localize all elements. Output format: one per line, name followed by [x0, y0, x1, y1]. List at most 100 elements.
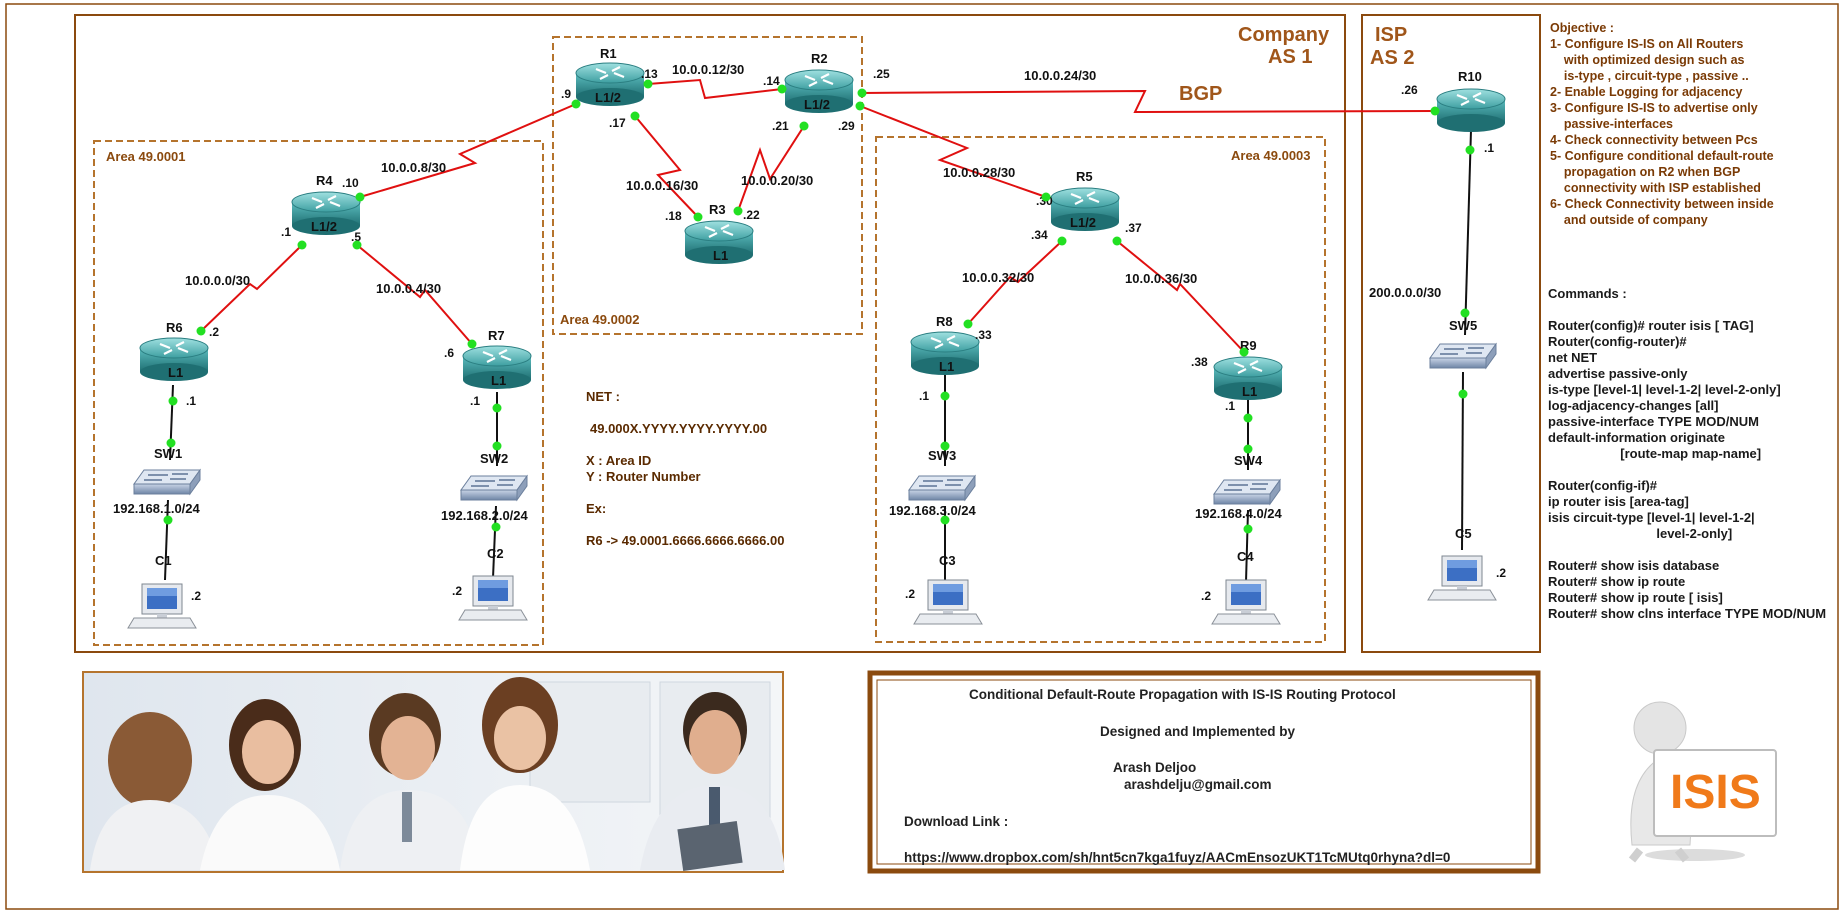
port-r10-26: .26	[1401, 83, 1418, 97]
serial-links	[200, 78, 1436, 353]
info-title: Conditional Default-Route Propagation wi…	[969, 687, 1396, 702]
area3-label: Area 49.0003	[1231, 148, 1311, 163]
command-line: Router# show ip route	[1548, 574, 1685, 589]
net-notes: NET : 49.000X.YYYY.YYYY.YYYY.00 X : Area…	[586, 389, 784, 548]
command-line: Router# show ip route [ isis]	[1548, 590, 1723, 605]
command-line: isis circuit-type [level-1| level-1-2|	[1548, 510, 1755, 525]
port-r2-14: .14	[763, 74, 780, 88]
subnet-r4r7: 10.0.0.4/30	[376, 281, 441, 296]
bgp-label: BGP	[1179, 83, 1222, 105]
command-line: net NET	[1548, 350, 1597, 365]
subnet-r1r2: 10.0.0.12/30	[672, 62, 744, 77]
command-line: is-type [level-1| level-1-2| level-2-onl…	[1548, 382, 1781, 397]
objective-line: and outside of company	[1550, 213, 1708, 227]
area-49-0003	[875, 136, 1326, 643]
subnet-labels: 10.0.0.12/30 10.0.0.24/30 10.0.0.8/30 10…	[113, 62, 1441, 523]
command-line: Router# show isis database	[1548, 558, 1719, 573]
info-download-label: Download Link :	[904, 814, 1008, 829]
switch-sw2[interactable]	[460, 475, 528, 501]
team-photo	[82, 671, 785, 873]
area-49-0001	[93, 140, 544, 646]
port-r2-21: .21	[772, 119, 789, 133]
link-r4-r6	[200, 244, 303, 332]
subnet-lan1: 192.168.1.0/24	[113, 501, 201, 516]
subnet-r1r4: 10.0.0.8/30	[381, 160, 446, 175]
info-email: arashdelju@gmail.com	[1124, 777, 1271, 792]
r3-level: L1	[713, 248, 728, 263]
subnet-lan4: 192.168.4.0/24	[1195, 506, 1283, 521]
switch-sw5[interactable]	[1429, 343, 1497, 369]
port-r6-1: .1	[186, 394, 196, 408]
r8-level: L1	[939, 359, 954, 374]
subnet-r2r3: 10.0.0.20/30	[741, 173, 813, 188]
r7-level: L1	[491, 373, 506, 388]
link-r1-r4	[359, 103, 577, 198]
sw4-name: SW4	[1234, 453, 1263, 468]
subnet-r5r9: 10.0.0.36/30	[1125, 271, 1197, 286]
pc-c5[interactable]	[1427, 555, 1497, 601]
objective-title: Objective :	[1550, 21, 1614, 35]
isp-title: ISP	[1375, 24, 1407, 46]
sw3-name: SW3	[928, 448, 956, 463]
net-x-desc: X : Area ID	[586, 453, 651, 468]
isp-as-title: AS 2	[1370, 47, 1414, 69]
port-r7-6: .6	[444, 346, 454, 360]
port-dots	[163, 79, 1475, 534]
link-r2-r10	[861, 89, 1436, 114]
company-title: Company	[1238, 24, 1330, 46]
pc-c4[interactable]	[1211, 579, 1281, 625]
subnet-r10sw5: 200.0.0.0/30	[1369, 285, 1441, 300]
isp-as2-box	[1361, 14, 1541, 653]
port-r3-22: .22	[743, 208, 760, 222]
isis-logo: ISIS	[1628, 701, 1777, 863]
r2-name: R2	[811, 51, 828, 66]
port-r7-1: .1	[470, 394, 480, 408]
port-r6-2: .2	[209, 325, 219, 339]
port-c1-2: .2	[191, 589, 201, 603]
switch-sw3[interactable]	[908, 475, 976, 501]
objective-line: 6- Check Connectivity between inside	[1550, 197, 1774, 211]
port-c5-2: .2	[1496, 566, 1506, 580]
sw1-name: SW1	[154, 446, 182, 461]
link-r5-r9	[1116, 240, 1245, 353]
subnet-r5r8: 10.0.0.32/30	[962, 270, 1034, 285]
link-r2-r5	[859, 105, 1047, 198]
r6-name: R6	[166, 320, 183, 335]
port-r2-25: .25	[873, 67, 890, 81]
r9-level: L1	[1242, 384, 1257, 399]
c1-name: C1	[155, 553, 172, 568]
company-as1-box	[74, 14, 1346, 653]
port-labels: .9 .13 .17 .14 .25 .21 .29 .18 .22 .10 .…	[186, 67, 1506, 603]
pc-c2[interactable]	[458, 575, 528, 621]
info-box: Conditional Default-Route Propagation wi…	[867, 670, 1541, 874]
command-line: log-adjacency-changes [all]	[1548, 398, 1719, 413]
people-illustration	[90, 677, 785, 871]
switch-sw1[interactable]	[133, 469, 201, 495]
port-c4-2: .2	[1201, 589, 1211, 603]
link-r1-r3	[634, 115, 699, 218]
area1-label: Area 49.0001	[106, 149, 186, 164]
link-r2-r3	[737, 125, 805, 212]
port-r5-37: .37	[1125, 221, 1142, 235]
link-r5-r8	[967, 240, 1063, 325]
r5-name: R5	[1076, 169, 1093, 184]
pc-c1[interactable]	[127, 583, 197, 629]
port-r4-10: .10	[342, 176, 359, 190]
pc-c3[interactable]	[913, 579, 983, 625]
objective-line: 1- Configure IS-IS on All Routers	[1550, 37, 1743, 51]
command-line: Router(config)# router isis [ TAG]	[1548, 318, 1754, 333]
info-link[interactable]: https://www.dropbox.com/sh/hnt5cn7kga1fu…	[904, 850, 1450, 865]
subnet-r1r3: 10.0.0.16/30	[626, 178, 698, 193]
switch-sw4[interactable]	[1213, 479, 1281, 505]
port-r4-5: .5	[351, 230, 361, 244]
r2-level: L1/2	[804, 97, 830, 112]
c5-name: C5	[1455, 526, 1472, 541]
subnet-lan2: 192.168.2.0/24	[441, 508, 529, 523]
r1-name: R1	[600, 46, 617, 61]
port-r8-1: .1	[919, 389, 929, 403]
router-r10[interactable]	[1435, 87, 1507, 134]
command-line: default-information originate	[1548, 430, 1725, 445]
subnet-lan3: 192.168.3.0/24	[889, 503, 977, 518]
net-y-desc: Y : Router Number	[586, 469, 701, 484]
